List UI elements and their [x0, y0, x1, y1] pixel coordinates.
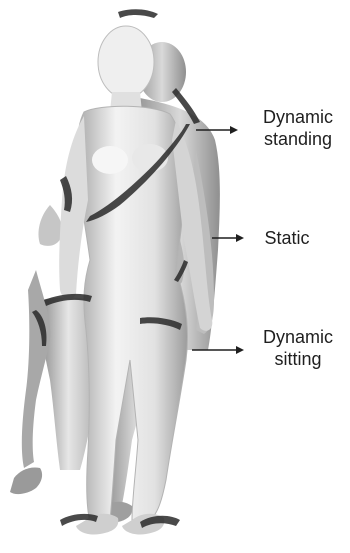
- label-dynamic-sitting-line2: sitting: [252, 348, 344, 370]
- label-dynamic-standing: Dynamic standing: [252, 106, 344, 150]
- arrowhead-dynamic-standing: [230, 126, 238, 134]
- arrowhead-static: [236, 234, 244, 242]
- label-dynamic-sitting-line1: Dynamic: [252, 326, 344, 348]
- label-dynamic-standing-line2: standing: [252, 128, 344, 150]
- label-static: Static: [252, 227, 322, 249]
- label-static-text: Static: [252, 227, 322, 249]
- arrowhead-dynamic-sitting: [236, 346, 244, 354]
- label-dynamic-sitting: Dynamic sitting: [252, 326, 344, 370]
- label-dynamic-standing-line1: Dynamic: [252, 106, 344, 128]
